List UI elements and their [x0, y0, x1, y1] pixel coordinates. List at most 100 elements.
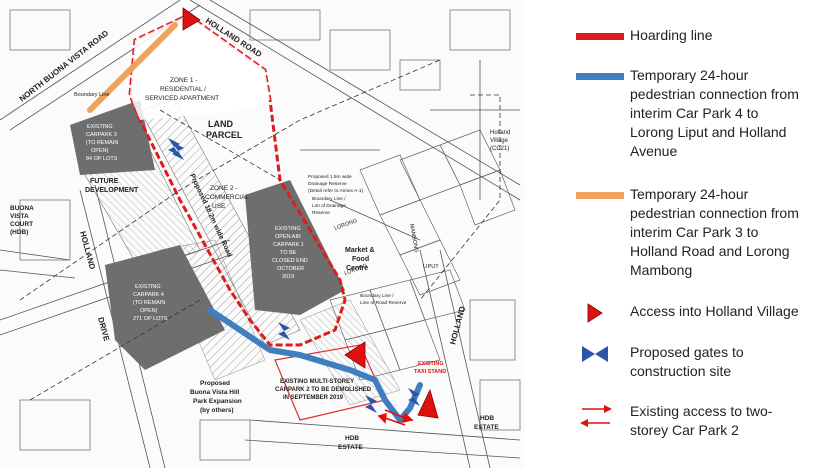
existing-access-line-1: Existing access to two- — [630, 403, 773, 419]
market-label-3: Centre — [346, 265, 368, 272]
drainage-label-1: Proposed 1.5m wide — [308, 174, 352, 180]
land-parcel-label-1: LAND — [208, 119, 233, 129]
blue-swatch-bar — [576, 73, 624, 80]
cp3-label-2: CARPARK 3 — [86, 132, 117, 138]
cp1-label-4: TO BE — [280, 250, 297, 256]
food-boundary-label-1: Boundary Line / — [360, 293, 394, 299]
hoarding-line-swatch — [560, 26, 630, 48]
cp3-label-5: 84 OP LOTS — [86, 156, 118, 162]
orange-path-line-5: Mambong — [630, 262, 693, 278]
access-triangle-icon — [587, 303, 603, 323]
zone2-label-3: USE — [212, 203, 226, 210]
cp4-label-2: CARPARK 4 — [133, 292, 164, 298]
access-markers — [182, 7, 439, 419]
orange-path-line-1: Temporary 24-hour — [630, 186, 749, 202]
map-canvas: NORTH BUONA VISTA ROAD HOLLAND ROAD HOLL… — [0, 0, 521, 469]
gate-swatch — [560, 343, 630, 365]
gate-icon — [582, 346, 608, 362]
cp4-label-3: (TO REMAIN — [133, 300, 165, 306]
double-arrow-icon — [580, 405, 612, 427]
construction-gates — [168, 138, 420, 413]
blue-pedestrian-path — [207, 307, 423, 423]
legend-item-gates: Proposed gates to construction site — [560, 343, 744, 381]
zone2-label-1: ZONE 2 - — [210, 185, 237, 192]
cp1-label-6: OCTOBER — [277, 266, 304, 272]
drain-boundary-label-1: Boundary Line / — [312, 196, 346, 202]
drainage-label-3: (Detail refer to Annex A-1) — [308, 188, 364, 194]
bvc-label-3: COURT — [10, 221, 33, 228]
land-parcel-label-2: PARCEL — [206, 130, 243, 140]
cp3-label-3: (TO REMAIN — [86, 140, 118, 146]
existing-access-arrows — [377, 409, 414, 426]
cp1-label-1: EXISTING — [275, 226, 301, 232]
legend-item-blue-path: Temporary 24-hour pedestrian connection … — [560, 66, 799, 161]
cp4-label-4: OPEN) — [140, 308, 158, 314]
zone1-label-2: RESIDENTIAL / — [160, 86, 206, 93]
legend-item-existing-access: Existing access to two- storey Car Park … — [560, 402, 772, 440]
taxi-label-2: TAXI STAND — [414, 369, 446, 375]
gates-line-2: construction site — [630, 363, 732, 379]
legend-blue-path-label: Temporary 24-hour pedestrian connection … — [630, 66, 799, 161]
future-label-2: DEVELOPMENT — [85, 187, 139, 194]
bvh-label-3: Park Expansion — [193, 398, 242, 405]
legend-gates-label: Proposed gates to construction site — [630, 343, 744, 381]
gate-icon — [278, 322, 290, 340]
hdb-estate-label-2: ESTATE — [338, 444, 363, 451]
drainage-label-2: Drainage Reserve — [308, 181, 347, 187]
zone-1-area — [130, 15, 270, 120]
orange-swatch-bar — [576, 192, 624, 199]
zone1-label-1: ZONE 1 - — [170, 77, 197, 84]
carpark-3 — [70, 100, 155, 175]
gate-icon — [408, 388, 420, 406]
drain-boundary-label-2: Lim of Drainage — [312, 203, 346, 209]
bvc-label-4: (HDB) — [10, 229, 28, 236]
orange-path-line-2: pedestrian connection from — [630, 205, 799, 221]
blue-path-line-1: Temporary 24-hour — [630, 67, 749, 83]
gate-icon — [365, 395, 377, 413]
blue-path-line-4: Lorong Liput and Holland — [630, 124, 787, 140]
cp3-label-4: OPEN) — [91, 148, 109, 154]
hoarding-swatch-bar — [576, 33, 624, 40]
drain-boundary-label-3: Reserve — [312, 210, 330, 216]
orange-path-swatch — [560, 185, 630, 207]
carpark-1 — [245, 180, 345, 315]
legend-existing-access-label: Existing access to two- storey Car Park … — [630, 402, 772, 440]
hdb-estate-label-4: ESTATE — [474, 424, 499, 431]
map-legend: Hoarding line Temporary 24-hour pedestri… — [560, 0, 830, 468]
food-boundary-label-2: Line of Road Reserve — [360, 300, 407, 306]
orange-pedestrian-path — [87, 22, 178, 113]
cp1-label-2: OPEN AIR — [275, 234, 301, 240]
ms-label-1: EXISTING MULTI-STOREY — [280, 379, 354, 385]
zone1-label-3: SERVICED APARTMENT — [145, 95, 219, 102]
carpark-4 — [105, 245, 225, 370]
legend-access-label: Access into Holland Village — [630, 303, 799, 319]
bvc-label-1: BUONA — [10, 205, 34, 212]
access-swatch — [560, 302, 630, 324]
cp1-label-7: 2019 — [282, 274, 294, 280]
boundary-line-label: Boundary Line — [74, 92, 109, 98]
gate-icon — [172, 142, 184, 160]
hv-label-3: (CC21) — [490, 146, 509, 152]
cp4-label-5: 271 OP LOTS — [133, 316, 168, 322]
zone2-label-2: COMMERCIAL — [205, 194, 249, 201]
mambong-label: MAMBONG — [408, 223, 419, 253]
gates-line-1: Proposed gates to — [630, 344, 744, 360]
ms-label-3: IN SEPTEMBER 2019 — [283, 395, 344, 401]
market-label-1: Market & — [345, 247, 375, 254]
market-label-2: Food — [352, 256, 369, 263]
legend-orange-path-label: Temporary 24-hour pedestrian connection … — [630, 185, 799, 280]
cp1-label-3: CARPARK 1 — [273, 242, 304, 248]
hv-label-2: Village — [490, 138, 509, 144]
access-triangle-icon — [344, 341, 366, 369]
cp1-label-5: CLOSED END — [272, 258, 308, 264]
existing-access-swatch — [560, 402, 630, 427]
orange-path-line-4: Holland Road and Lorong — [630, 243, 790, 259]
hv-label-1: Holland — [490, 130, 510, 136]
access-triangle-icon — [417, 388, 439, 419]
liput-label: LIPUT — [423, 264, 439, 270]
boundary-lines — [19, 59, 501, 401]
hdb-estate-label-3: HDB — [480, 415, 494, 422]
ms-label-2: CARPARK 2 TO BE DEMOLISHED — [275, 387, 372, 393]
cp4-label-1: EXISTING — [135, 284, 161, 290]
blue-path-line-5: Avenue — [630, 143, 678, 159]
